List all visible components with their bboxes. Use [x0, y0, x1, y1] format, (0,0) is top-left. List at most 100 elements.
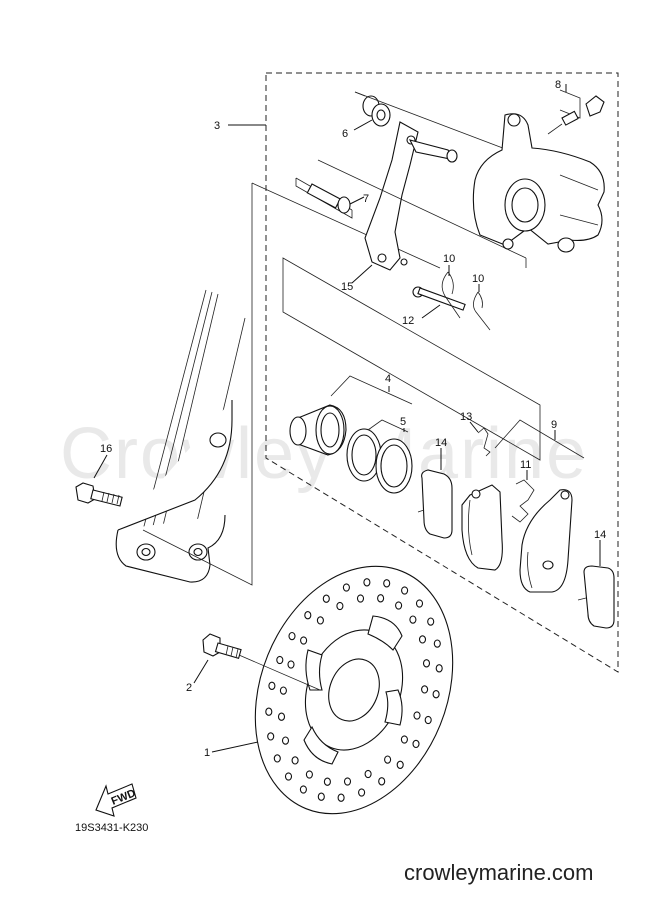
leader-15 [351, 264, 373, 284]
callout-10-b: 10 [472, 273, 484, 285]
fork-leg [115, 289, 246, 583]
disc-hole [337, 793, 345, 802]
disc-hole [409, 615, 417, 624]
part-14-shim-right [577, 565, 615, 629]
part-15-caliper-bracket [364, 121, 458, 271]
brake-pad-1 [461, 484, 503, 571]
disc-hole [415, 599, 424, 608]
part-10-clip-b [473, 291, 491, 331]
disc-hole [317, 792, 325, 801]
caliper-assembly-outline [265, 72, 619, 673]
fwd-arrow-icon: FWD [95, 783, 138, 817]
bracket-9 [494, 419, 585, 459]
disc-hole [279, 686, 287, 695]
disc-hole [342, 583, 350, 592]
disc-hole [288, 631, 296, 641]
callout-14-a: 14 [435, 437, 447, 449]
fwd-label: FWD [110, 787, 138, 808]
disc-hole [291, 756, 299, 765]
disc-hole [433, 639, 441, 648]
callout-7: 7 [363, 193, 369, 205]
disc-hole [401, 586, 409, 595]
bracket-4 [330, 375, 413, 405]
leader-13 [469, 421, 479, 433]
leader-2 [193, 659, 209, 684]
assembly-guide-line [142, 183, 253, 586]
part-10-clip-a [441, 271, 461, 319]
part-13-spring [477, 427, 491, 457]
leader-16 [93, 454, 108, 479]
disc-hole [276, 655, 284, 665]
disc-hole [299, 785, 307, 794]
bracket-5 [367, 419, 409, 433]
disc-hole [316, 616, 324, 625]
callout-1: 1 [204, 747, 210, 759]
disc-hole [300, 636, 308, 645]
disc-hole [400, 735, 408, 744]
disc-hole [343, 777, 352, 786]
leader-7 [349, 196, 365, 205]
callout-10-a: 10 [443, 253, 455, 265]
callout-12: 12 [402, 315, 414, 327]
part-4-piston [289, 404, 347, 456]
disc-hole [265, 707, 273, 716]
disc-hole [358, 788, 366, 797]
disc-hole [413, 711, 421, 720]
disc-hole [267, 732, 275, 741]
callout-14-b: 14 [594, 529, 606, 541]
part-16-bolt [75, 482, 123, 507]
disc-hole [435, 664, 443, 673]
guide-line-disc [231, 651, 321, 691]
disc-hole [427, 617, 435, 626]
drawing-code: 19S3431-K230 [75, 822, 149, 834]
disc-hole [383, 579, 391, 588]
disc-hole [422, 659, 431, 668]
disc-hole [363, 578, 371, 587]
disc-hole [421, 685, 429, 694]
disc-hole [356, 594, 365, 603]
guide-line [354, 91, 509, 151]
part-12-pad-pin [412, 286, 466, 311]
callout-16: 16 [100, 443, 112, 455]
disc-hole [412, 739, 420, 749]
disc-hole [418, 635, 427, 644]
brake-pad-2 [519, 489, 573, 593]
disc-hole [305, 770, 313, 779]
disc-hole [377, 594, 385, 603]
part-11-pad-spring [511, 479, 535, 523]
part-5-seals [346, 428, 413, 494]
disc-hole [432, 690, 440, 699]
disc-hole [384, 755, 392, 764]
piston-group-outline [282, 257, 541, 461]
callout-9: 9 [551, 419, 557, 431]
disc-hole [304, 611, 312, 620]
disc-hole [396, 760, 404, 769]
callout-5: 5 [400, 416, 406, 428]
callout-2: 2 [186, 682, 192, 694]
disc-hole [322, 594, 330, 603]
disc-hole [281, 736, 290, 745]
caliper-body [472, 113, 605, 253]
disc-hole [364, 769, 372, 779]
disc-hole [277, 712, 286, 721]
leader-6 [353, 119, 373, 131]
disc-hole [323, 777, 331, 786]
disc-hole [336, 601, 344, 611]
part-1-brake-disc [254, 565, 454, 815]
part-8-bleed-screw [547, 89, 605, 135]
callout-4: 4 [385, 373, 391, 385]
callout-11: 11 [520, 459, 531, 471]
disc-hole [424, 715, 432, 725]
callout-8: 8 [555, 79, 561, 91]
callout-13: 13 [460, 411, 472, 423]
disc-hole [395, 601, 403, 610]
disc-hole [378, 777, 386, 786]
part-14-shim-left [417, 469, 453, 539]
callout-6: 6 [342, 128, 348, 140]
callout-3: 3 [214, 120, 220, 132]
callout-15: 15 [341, 281, 353, 293]
part-6-boot [354, 91, 391, 127]
website-label: crowleymarine.com [404, 860, 594, 885]
part-7-pin [295, 177, 353, 219]
disc-hole [284, 772, 293, 781]
